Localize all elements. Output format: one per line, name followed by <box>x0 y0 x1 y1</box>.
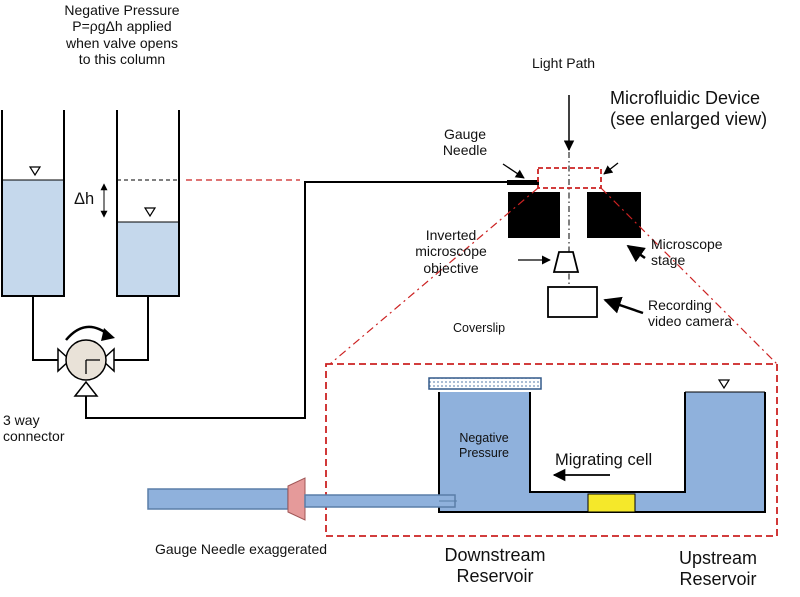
negative-pressure-inset-label: Negative Pressure <box>458 431 510 460</box>
light-path-label: Light Path <box>532 55 596 71</box>
enlarged-view-frame <box>325 363 778 537</box>
three-way-valve-icon <box>57 325 115 397</box>
negative-pressure-header: Negative Pressure P=ρgΔh applied when va… <box>64 2 180 68</box>
gauge-needle <box>507 180 539 185</box>
microscope-stage-right <box>587 192 641 238</box>
migrating-cell-label: Migrating cell <box>555 451 653 469</box>
device-highlight-box <box>537 167 602 189</box>
downstream-reservoir-label: Downstream Reservoir <box>444 545 546 587</box>
upstream-reservoir-label: Upstream Reservoir <box>678 548 758 590</box>
tube-to-needle <box>85 181 507 419</box>
tube-left <box>32 296 62 361</box>
gauge-needle-exaggerated-label: Gauge Needle exaggerated <box>155 541 328 557</box>
zoom-line-right <box>600 187 778 365</box>
enlarged-microfluidic-channel <box>428 377 766 513</box>
migrating-cell <box>587 493 636 513</box>
right-column <box>100 110 180 297</box>
inverted-objective-label: Inverted microscope objective <box>415 227 487 276</box>
water-level-marker-icon <box>717 379 731 390</box>
coverslip-label: Coverslip <box>453 321 506 335</box>
tube-right <box>110 296 149 361</box>
gauge-needle-arrow <box>502 163 525 179</box>
microscope-stage-label: Microscope stage <box>651 236 723 269</box>
exaggerated-gauge-needle <box>147 477 457 521</box>
microscope-stage-left <box>508 192 560 238</box>
camera-arrow <box>603 296 644 315</box>
left-column <box>1 110 65 297</box>
delta-h-label: Δh <box>74 190 95 208</box>
gauge-needle-label: Gauge Needle <box>442 126 488 159</box>
microfluidic-device-label: Microfluidic Device (see enlarged view) <box>610 88 768 130</box>
coverslip <box>428 377 542 390</box>
three-way-connector-label: 3 way connector <box>3 412 65 445</box>
water-level-marker-icon <box>28 166 42 177</box>
water-level-marker-icon <box>143 207 157 218</box>
device-arrow <box>603 162 619 175</box>
stage-arrow <box>626 244 646 263</box>
objective-icon <box>552 251 580 273</box>
video-camera-icon <box>547 286 598 318</box>
recording-camera-label: Recording video camera <box>648 297 733 330</box>
